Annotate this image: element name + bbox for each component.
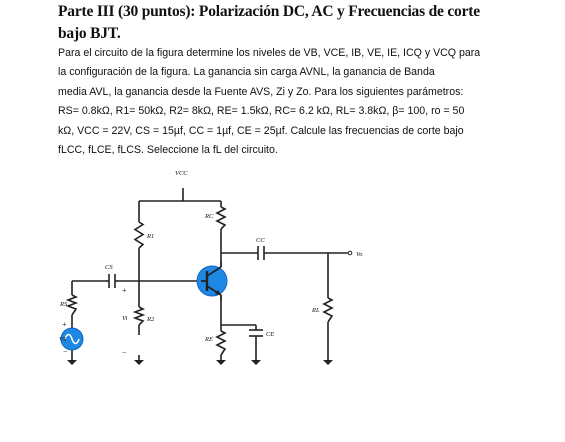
heading-line-1: Parte III (30 puntos): Polarización DC, …: [58, 3, 480, 20]
circuit-schematic: VCC R1 R2 RC RE RS RL CS CC CE VS Vi Vo …: [59, 170, 363, 365]
output-terminal: [347, 250, 353, 256]
statement-line-1: Para el circuito de la figura determine …: [58, 47, 481, 59]
heading-line-2: bajo BJT.: [58, 25, 121, 42]
resistor-r2: [132, 306, 146, 326]
statement-line-6: fLCC, fLCE, fLCS. Seleccione la fL del c…: [58, 144, 278, 157]
circuit-wires: [71, 188, 348, 360]
label-cc: CC: [256, 237, 265, 244]
label-minus-vs: −: [63, 347, 68, 356]
capacitor-ce: [249, 329, 263, 337]
label-vo: Vo: [356, 251, 363, 258]
label-plus-vi: +: [122, 286, 127, 295]
label-cs: CS: [105, 264, 113, 271]
resistor-rl: [322, 297, 334, 323]
label-vs: VS: [59, 336, 67, 343]
section-heading: Parte III (30 puntos): Polarización DC, …: [58, 1, 548, 45]
statement-line-5: kΩ, VCC = 22V, CS = 15µf, CC = 1µf, CE =…: [58, 124, 464, 137]
resistor-rs: [65, 294, 79, 316]
bjt-transistor: [196, 261, 228, 301]
capacitor-cc: [257, 246, 265, 260]
statement-line-2: la configuración de la figura. La gananc…: [58, 66, 435, 79]
ground-icon: [67, 360, 333, 365]
ac-source-icon: [60, 327, 84, 351]
label-rc: RC: [204, 213, 214, 220]
statement-line-4: RS= 0.8kΩ, R1= 50kΩ, R2= 8kΩ, RE= 1.5kΩ,…: [58, 105, 465, 118]
label-rs: RS: [59, 301, 68, 308]
label-re: RE: [204, 336, 213, 343]
label-plus-vs: +: [62, 320, 67, 329]
capacitor-cs: [106, 274, 118, 288]
problem-statement: Para el circuito de la figura determine …: [58, 44, 513, 160]
label-rl: RL: [311, 307, 320, 314]
label-vi: Vi: [122, 315, 127, 322]
resistor-rc: [215, 206, 227, 230]
label-vcc: VCC: [175, 170, 188, 177]
resistor-re: [215, 330, 227, 356]
label-minus-vi: −: [122, 348, 127, 357]
label-r1: R1: [146, 233, 154, 240]
label-ce: CE: [266, 331, 274, 338]
statement-line-3: media AVL, la ganancia desde la Fuente A…: [58, 85, 464, 98]
label-r2: R2: [146, 316, 155, 323]
resistor-r1: [133, 221, 145, 249]
circuit-diagram: VCC R1 R2 RC RE RS RL CS CC CE VS Vi Vo …: [58, 160, 378, 370]
